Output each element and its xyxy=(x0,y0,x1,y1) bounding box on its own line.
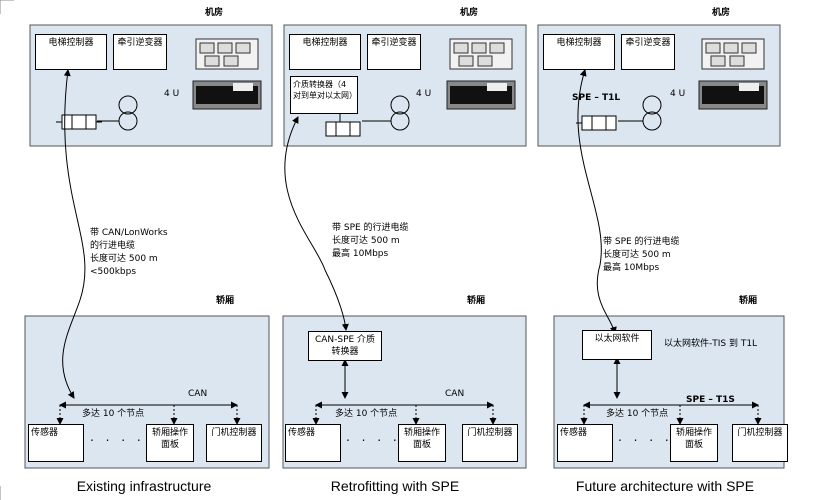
nodes-label: 多达 10 个节点 xyxy=(335,409,398,419)
connector-icon xyxy=(576,115,617,131)
car-operating-panel-box: 轿厢操作面板 xyxy=(670,424,718,462)
bus-label: SPE – T1S xyxy=(686,395,735,405)
cable-note-line-1: 带 SPE 的行进电缆 xyxy=(332,223,409,233)
nodes-label: 多达 10 个节点 xyxy=(606,409,669,419)
cable-note-line-1: 带 CAN/LonWorks xyxy=(90,228,168,238)
bus-label: CAN xyxy=(445,389,465,399)
bus-label: CAN xyxy=(188,389,208,399)
door-controller-box: 门机控制器 xyxy=(206,424,262,462)
car-label: 轿厢 xyxy=(467,296,486,306)
traction-inverter-box: 牵引逆变器 xyxy=(621,34,675,70)
media-converter-box: 介质转换器（4 对到单对以太网） xyxy=(290,76,358,114)
server-rack-icon xyxy=(701,38,765,70)
cable-note-line-4: <500kbps xyxy=(90,267,137,277)
cable-note-line-3: 最高 10Mbps xyxy=(332,249,389,259)
door-controller-box: 门机控制器 xyxy=(732,424,788,462)
car-label: 轿厢 xyxy=(739,296,758,306)
caption: Future architecture with SPE xyxy=(575,478,755,494)
drive-unit-icon xyxy=(446,80,516,110)
cable-note-line-2: 的行进电缆 xyxy=(90,241,136,251)
traction-inverter-box: 牵引逆变器 xyxy=(113,34,167,70)
car-operating-panel-box: 轿厢操作面板 xyxy=(398,424,446,462)
car-label: 轿厢 xyxy=(216,296,235,306)
cable-note-line-3: 长度可达 500 m xyxy=(90,254,158,264)
rack-units-label: 4 U xyxy=(670,89,686,99)
spe-t1l-label: SPE – T1L xyxy=(572,93,621,103)
sensor-box: 传感器 xyxy=(557,424,613,462)
traction-inverter-box: 牵引逆变器 xyxy=(367,34,421,70)
machine-room-label: 机房 xyxy=(712,8,731,18)
panel-1 xyxy=(24,24,273,469)
elevator-controller-box: 电梯控制器 xyxy=(35,34,107,70)
transformer-icon xyxy=(618,95,662,131)
travelling-cable xyxy=(577,69,617,334)
cable-note-line-2: 长度可达 500 m xyxy=(332,236,400,246)
sensor-box: 传感器 xyxy=(28,424,84,462)
travelling-cable xyxy=(62,69,86,399)
elevator-controller-box: 电梯控制器 xyxy=(289,34,361,70)
ethernet-software-box: 以太网软件 xyxy=(582,330,652,360)
server-rack-icon xyxy=(195,38,259,70)
elevator-controller-box: 电梯控制器 xyxy=(543,34,615,70)
can-spe-converter-box: CAN-SPE 介质转换器 xyxy=(308,331,382,361)
sensor-box: 传感器 xyxy=(285,424,341,462)
car-operating-panel-box: 轿厢操作面板 xyxy=(146,424,194,462)
cable-note-line-2: 长度可达 500 m xyxy=(603,250,671,260)
travelling-cable xyxy=(284,116,349,331)
drive-unit-icon xyxy=(192,80,262,110)
door-controller-box: 门机控制器 xyxy=(462,424,518,462)
nodes-label: 多达 10 个节点 xyxy=(82,409,145,419)
server-rack-icon xyxy=(449,38,513,70)
transformer-icon xyxy=(362,95,410,131)
tis-t1l-note: 以太网软件-TIS 到 T1L xyxy=(664,339,758,349)
cable-note-line-3: 最高 10Mbps xyxy=(603,263,660,273)
caption: Existing infrastructure xyxy=(76,478,212,494)
caption: Retrofitting with SPE xyxy=(330,478,460,494)
cable-note-line-1: 带 SPE 的行进电缆 xyxy=(603,237,680,247)
drive-unit-icon xyxy=(698,80,768,110)
connector-icon xyxy=(56,114,102,130)
machine-room-label: 机房 xyxy=(205,8,224,18)
machine-room-label: 机房 xyxy=(460,8,479,18)
rack-units-label: 4 U xyxy=(416,89,432,99)
transformer-icon xyxy=(97,95,138,131)
rack-units-label: 4 U xyxy=(164,89,180,99)
connector-icon xyxy=(325,121,361,137)
